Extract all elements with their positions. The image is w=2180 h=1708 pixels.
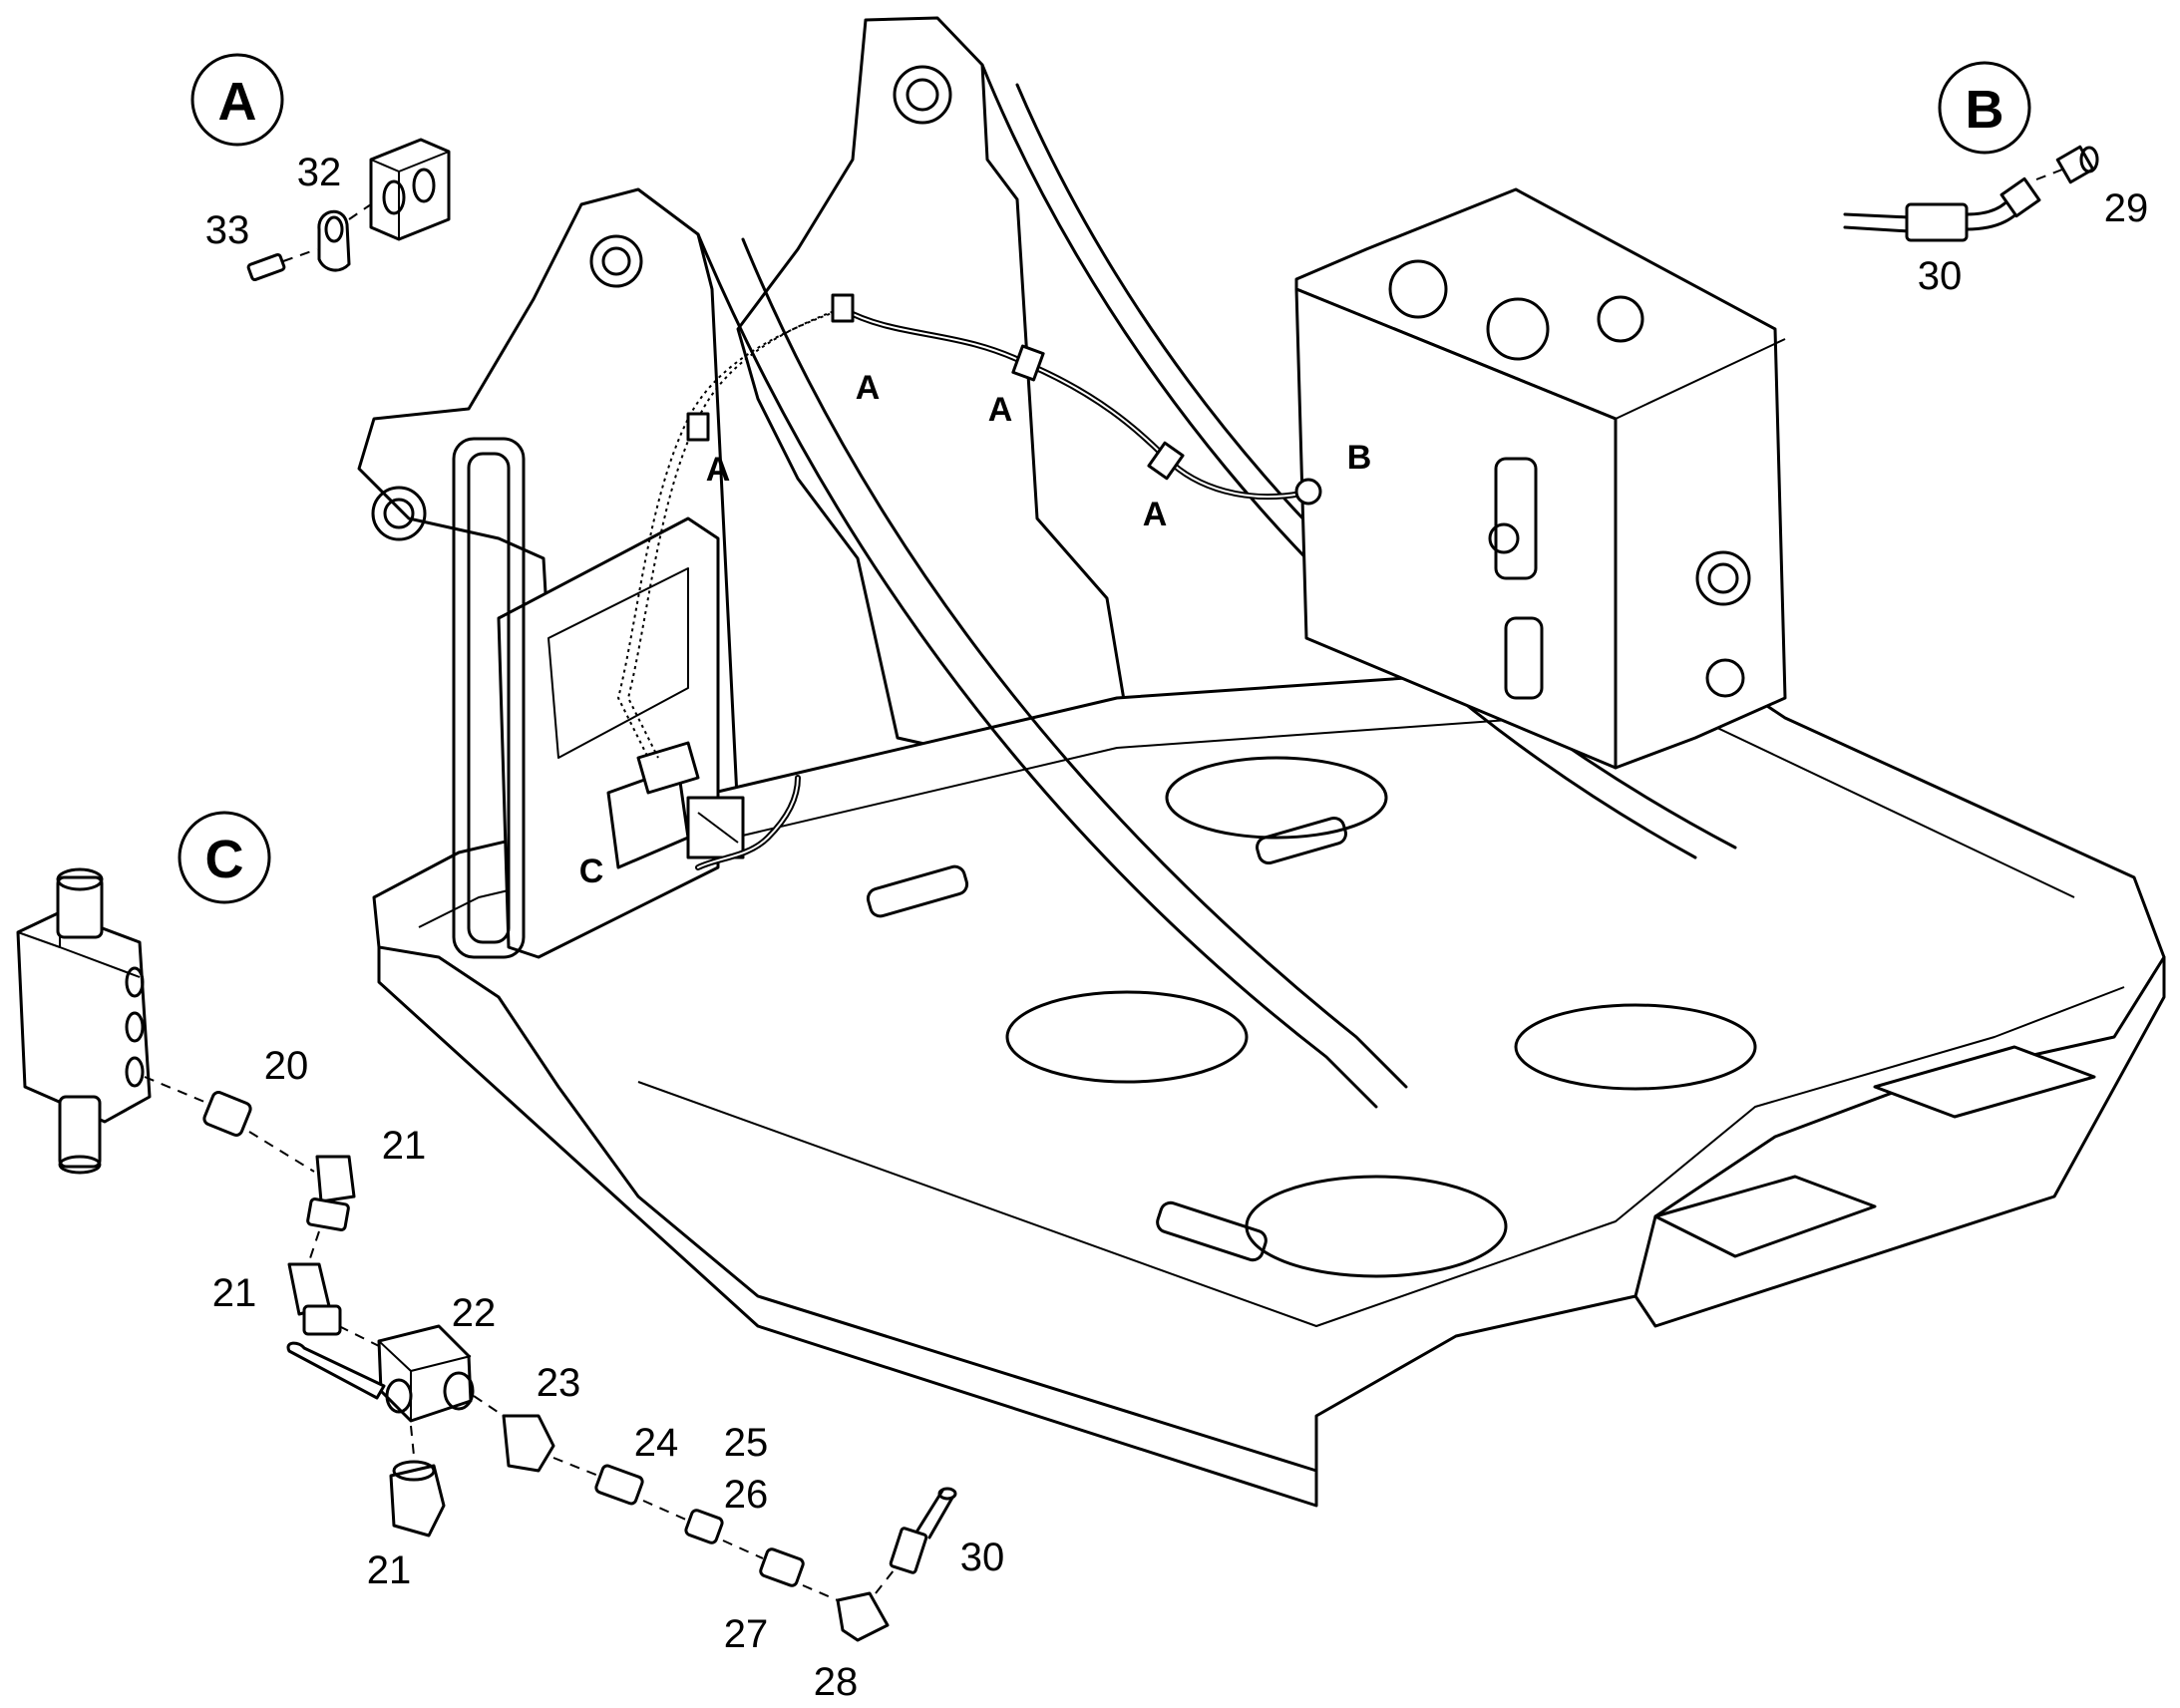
valve-handle xyxy=(286,1341,386,1400)
elbow-21-lower xyxy=(389,1464,446,1537)
detail-badge-b-label: B xyxy=(1966,80,2004,140)
part-number-32: 32 xyxy=(297,151,342,194)
callout-a-2: A xyxy=(988,391,1013,429)
hose-end-30 xyxy=(889,1527,928,1574)
part-number-21-lower: 21 xyxy=(367,1548,412,1592)
part-number-29: 29 xyxy=(2104,186,2149,230)
hydraulic-hose xyxy=(686,293,1322,870)
detail-view-c: C xyxy=(16,811,957,1642)
detail-view-b: B xyxy=(1843,61,2099,242)
part-number-20: 20 xyxy=(264,1044,309,1088)
part-number-28: 28 xyxy=(814,1660,859,1704)
undercarriage-frame xyxy=(357,16,2166,1508)
fitting-23 xyxy=(502,1414,555,1473)
valve-spool-top xyxy=(56,875,104,939)
part-number-23: 23 xyxy=(537,1361,581,1405)
part-number-30-detail-c: 30 xyxy=(960,1536,1005,1579)
callout-b: B xyxy=(1347,439,1372,477)
detail-badge-b xyxy=(1938,61,2031,155)
detail-view-a: A xyxy=(190,53,451,281)
detail-badge-c-label: C xyxy=(205,830,244,889)
callout-a-4: A xyxy=(1143,496,1168,533)
callout-a-1: A xyxy=(856,369,881,407)
part-number-30-detail-b: 30 xyxy=(1918,254,1963,298)
part-number-21-middle: 21 xyxy=(212,1271,257,1315)
callout-a-3: A xyxy=(706,451,731,489)
part-number-22: 22 xyxy=(452,1291,497,1335)
part-number-25: 25 xyxy=(724,1421,769,1465)
part-number-21-upper: 21 xyxy=(382,1124,427,1168)
part-number-24: 24 xyxy=(634,1421,679,1465)
fitting-25-26 xyxy=(684,1509,724,1544)
fitting-20 xyxy=(202,1091,252,1137)
elbow-21-upper xyxy=(315,1155,356,1203)
part-number-labels: 32 33 29 30 20 21 21 22 23 24 25 26 21 2… xyxy=(205,151,2149,1704)
part-number-27: 27 xyxy=(724,1612,769,1656)
adapter-fitting xyxy=(2055,145,2095,184)
clamp-block xyxy=(369,138,451,241)
hose-fitting xyxy=(1999,176,2041,218)
valve-spool-bottom xyxy=(58,1095,102,1169)
detail-badge-c xyxy=(178,811,271,904)
hose-sleeve xyxy=(1905,202,1969,242)
fitting-27 xyxy=(759,1547,805,1587)
part-number-33: 33 xyxy=(205,208,250,252)
location-callouts: A A A A B C xyxy=(579,369,1372,890)
elbow-28 xyxy=(836,1591,890,1642)
hose-route-hidden xyxy=(616,303,854,759)
fitting-24 xyxy=(594,1464,644,1506)
bolt xyxy=(246,253,286,281)
callout-c: C xyxy=(579,853,604,890)
detail-badge-a-label: A xyxy=(218,72,257,132)
part-number-26: 26 xyxy=(724,1473,769,1517)
detail-badge-a xyxy=(190,53,284,147)
